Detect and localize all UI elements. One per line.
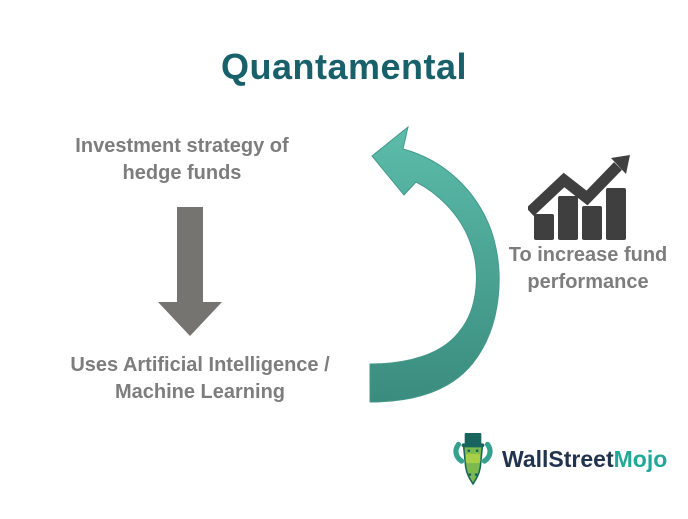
note-fund-performance: To increase fund performance: [498, 242, 678, 296]
logo-wordmark-secondary: Mojo: [613, 445, 668, 472]
note-line: Uses Artificial Intelligence /: [70, 354, 330, 376]
note-line: hedge funds: [122, 162, 242, 184]
logo-wordmark-primary: WallStreet: [502, 445, 614, 472]
note-line: Machine Learning: [114, 381, 286, 403]
bull-mascot-icon: [452, 432, 494, 486]
page-title: Quantamental: [220, 46, 468, 88]
logo-wordmark: WallStreetMojo: [502, 446, 667, 473]
curved-cycle-arrow-icon: [369, 125, 500, 403]
growth-chart-icon: [528, 152, 638, 244]
curved-cycle-arrow-icon: [350, 110, 510, 410]
down-arrow-icon: [158, 207, 222, 336]
note-line: Investment strategy of: [75, 135, 289, 157]
bull-mascot-icon: [453, 433, 493, 486]
note-investment-strategy: Investment strategy of hedge funds: [42, 133, 322, 187]
wallstreetmojo-logo: WallStreetMojo: [452, 432, 667, 486]
note-line: performance: [527, 271, 649, 293]
down-arrow-icon: [155, 205, 225, 340]
note-ai-ml: Uses Artificial Intelligence / Machine L…: [30, 352, 370, 406]
note-line: To increase fund: [508, 244, 668, 266]
growth-chart-icon: [528, 155, 630, 240]
